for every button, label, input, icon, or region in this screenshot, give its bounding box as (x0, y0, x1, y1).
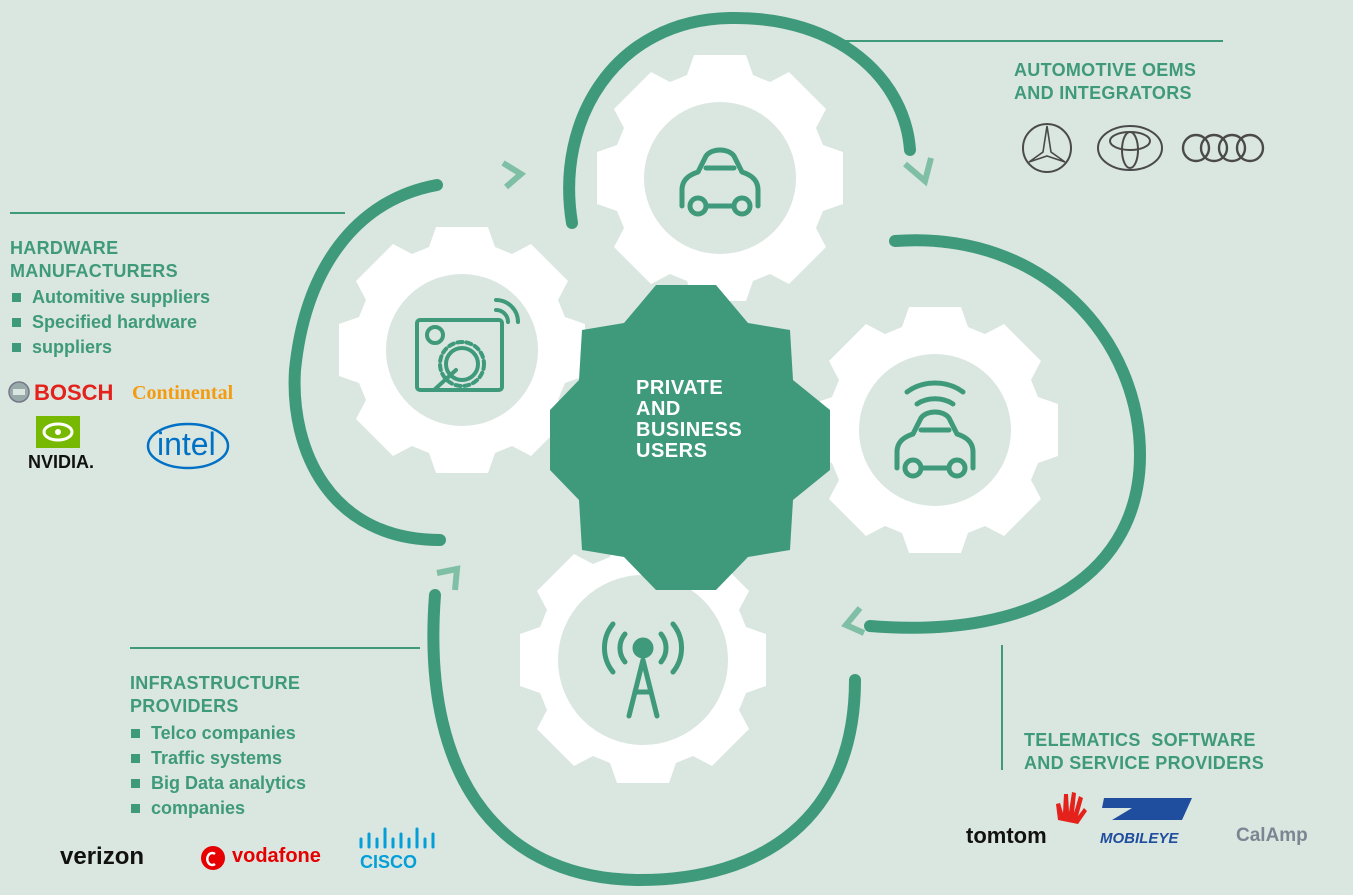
connector-lines (10, 40, 1223, 770)
list-item: Traffic systems (131, 746, 306, 771)
tomtom-hand-emblem (1056, 792, 1087, 824)
infrastructure-list: Telco companies Traffic systems Big Data… (131, 721, 306, 821)
mercedes-logo (1022, 123, 1072, 173)
mobileye-emblem (1102, 798, 1192, 820)
car-icon (679, 147, 761, 217)
antenna-broadcast-icon (602, 621, 684, 719)
cycle-arcs (288, 11, 1147, 887)
hardware-gear-wrench-icon (415, 298, 520, 392)
list-item: Telco companies (131, 721, 306, 746)
continental-logo: Continental (132, 382, 234, 404)
mobileye-logo: MOBILEYE (1100, 830, 1179, 847)
list-item: Automitive suppliers (12, 285, 210, 310)
intel-swoosh (146, 422, 230, 470)
hardware-list: Automitive suppliers Specified hardware … (12, 285, 210, 360)
automotive-heading: AUTOMOTIVE OEMS AND INTEGRATORS (1014, 60, 1197, 103)
audi-logo (1181, 133, 1265, 163)
list-item: Specified hardware (12, 310, 210, 335)
cisco-bars (359, 827, 435, 849)
nvidia-logo: NVIDIA. (28, 452, 95, 472)
bosch-logo: BOSCH (34, 380, 114, 405)
connected-car-icon (894, 380, 976, 479)
calamp-logo: CalAmp (1236, 825, 1308, 846)
vodafone-emblem (201, 846, 225, 870)
list-item-continuation: suppliers (12, 335, 210, 360)
hardware-heading: HARDWARE MANUFACTURERS (10, 238, 178, 281)
list-item-continuation: companies (131, 796, 306, 821)
cycle-chevrons (436, 157, 934, 636)
cisco-logo: CISCO (360, 852, 418, 872)
telematics-heading: TELEMATICS SOFTWARE AND SERVICE PROVIDER… (1024, 730, 1265, 773)
bosch-emblem (8, 381, 30, 403)
gear-automotive (597, 55, 843, 301)
tomtom-logo: tomtom (966, 823, 1047, 848)
intel-logo: intel (157, 426, 216, 462)
infrastructure-heading: INFRASTRUCTURE PROVIDERS (130, 673, 301, 716)
list-item: Big Data analytics (131, 771, 306, 796)
vodafone-logo: vodafone (232, 845, 321, 867)
center-gear (550, 285, 830, 590)
center-label: PRIVATE AND BUSINESS USERS (636, 377, 743, 462)
verizon-logo: verizon (60, 843, 145, 870)
toyota-logo (1097, 125, 1163, 171)
nvidia-eye-emblem (36, 416, 80, 448)
